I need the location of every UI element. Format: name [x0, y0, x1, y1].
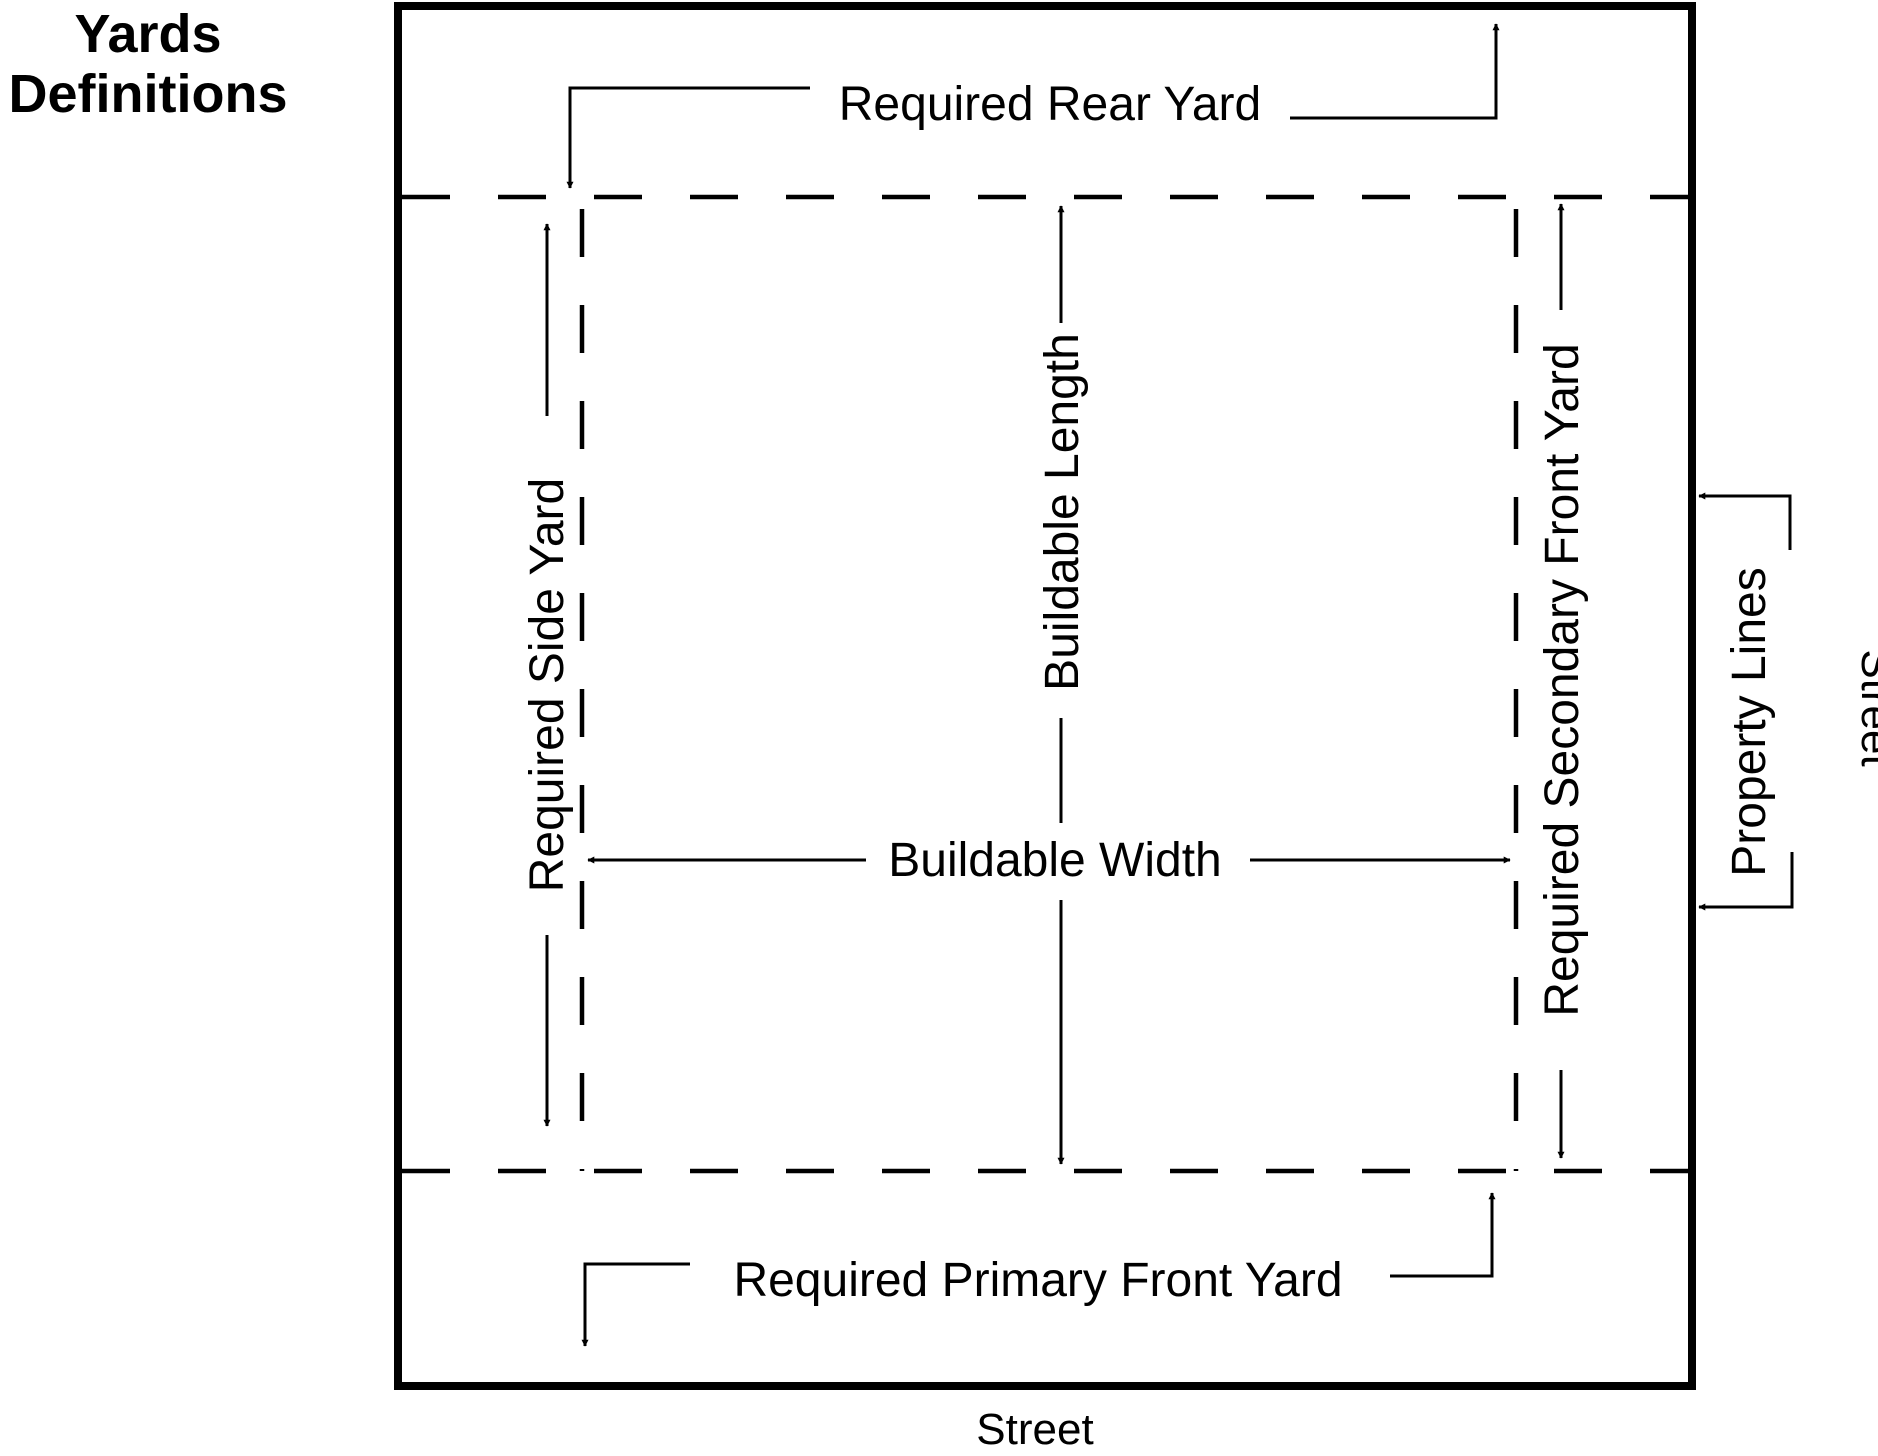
buildable-width-label: Buildable Width	[888, 834, 1222, 887]
secondary-front-yard-label: Required Secondary Front Yard	[1536, 343, 1589, 1016]
side-yard-label: Required Side Yard	[521, 478, 574, 893]
property-lines-arrow-lower	[1698, 852, 1794, 911]
diagram-title-line2: Definitions	[9, 64, 288, 124]
diagram-title-line1: Yards	[74, 4, 221, 64]
rear-yard-label: Required Rear Yard	[839, 78, 1261, 131]
property-lines-label: Property Lines	[1723, 567, 1776, 877]
street-bottom-label: Street	[976, 1405, 1093, 1454]
primary-front-yard-arrow-up	[1390, 1192, 1496, 1278]
primary-front-yard-label: Required Primary Front Yard	[733, 1254, 1342, 1307]
property-boundary	[394, 2, 1696, 1390]
property-lines-arrow-upper	[1698, 492, 1792, 550]
street-right-label: Street	[1852, 649, 1878, 766]
primary-front-yard-arrow-down	[581, 1262, 690, 1347]
rear-yard-arrow-down	[566, 86, 810, 189]
rear-yard-arrow-up	[1290, 23, 1500, 120]
buildable-length-label: Buildable Length	[1036, 333, 1089, 691]
